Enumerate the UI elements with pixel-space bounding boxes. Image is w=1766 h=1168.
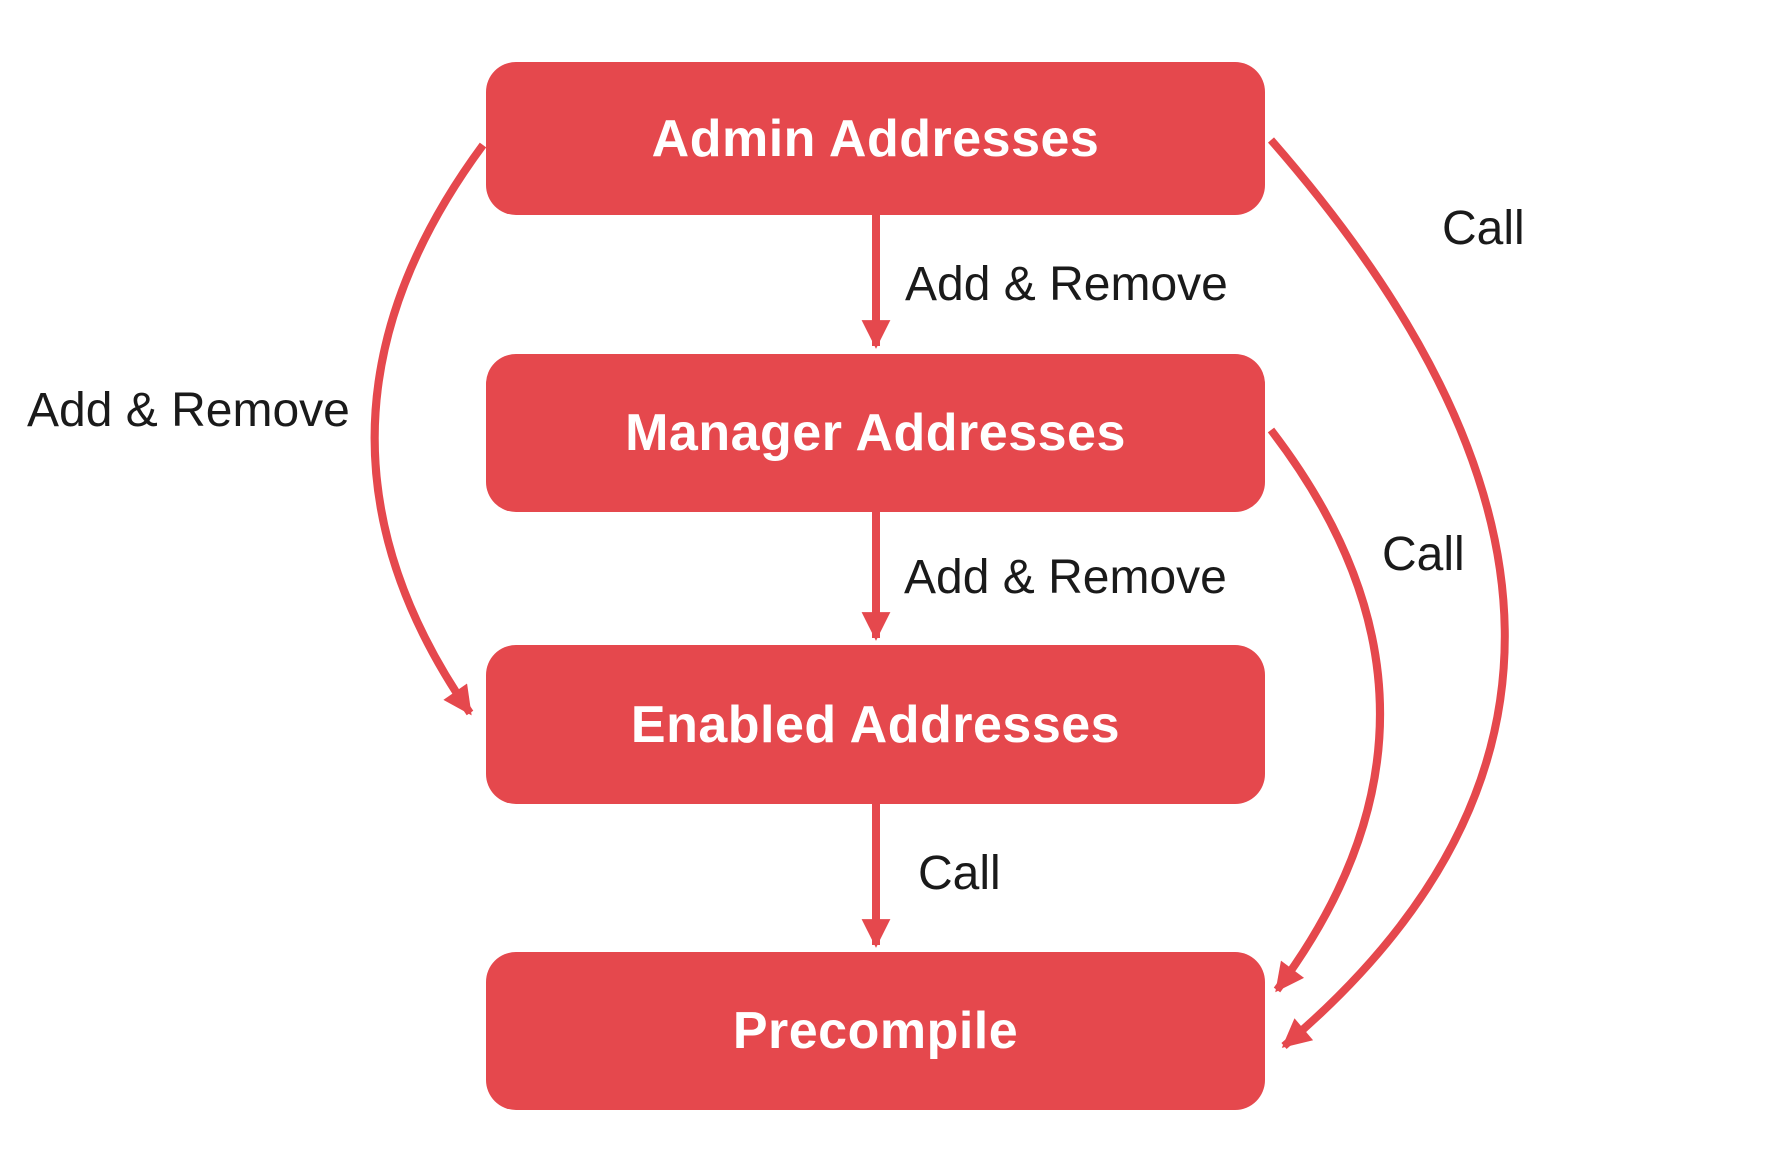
node-precompile: Precompile (486, 952, 1265, 1110)
node-enabled-addresses: Enabled Addresses (486, 645, 1265, 804)
edge-label-manager-to-enabled: Add & Remove (904, 551, 1227, 604)
node-admin-addresses-label: Admin Addresses (651, 109, 1100, 168)
arrow-admin-to-precompile-curve (1267, 137, 1509, 1050)
edge-label-enabled-to-precompile: Call (918, 847, 1001, 900)
node-manager-addresses-label: Manager Addresses (625, 404, 1126, 462)
node-admin-addresses: Admin Addresses (486, 62, 1265, 215)
node-manager-addresses: Manager Addresses (486, 354, 1265, 512)
arrow-admin-to-enabled-curve (370, 142, 487, 716)
node-precompile-label: Precompile (732, 1002, 1019, 1060)
arrow-manager-to-precompile-curve (1267, 427, 1384, 993)
edge-label-admin-to-manager: Add & Remove (905, 258, 1228, 311)
node-enabled-addresses-label: Enabled Addresses (630, 695, 1121, 754)
edge-label-admin-to-enabled: Add & Remove (27, 384, 350, 437)
edge-label-manager-to-precompile: Call (1382, 528, 1465, 581)
edge-label-admin-to-precompile: Call (1442, 202, 1525, 255)
